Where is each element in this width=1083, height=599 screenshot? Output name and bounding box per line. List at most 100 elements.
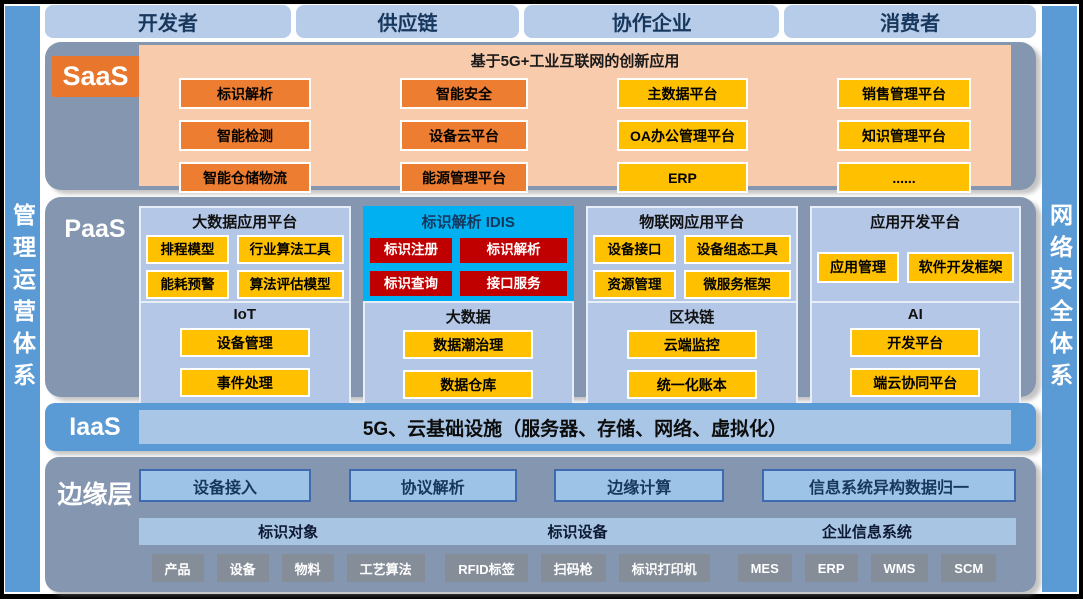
btn-data-warehouse: 数据仓库 [403, 370, 534, 399]
edge-item-id-printer: 标识打印机 [618, 554, 710, 582]
group-buttons: 设备管理 事件处理 [146, 326, 344, 399]
edge-device-access: 设备接入 [139, 469, 311, 502]
right-bar-label: 网络安全体系 [1046, 203, 1073, 395]
actor-bar-row: 开发者 供应链 协作企业 消费者 [45, 5, 1036, 38]
edge-heterogeneous-data-unification: 信息系统异构数据归一 [761, 469, 1016, 502]
btn-device-config-tools: 设备组态工具 [683, 235, 791, 264]
btn-dev-platform: 开发平台 [850, 328, 981, 357]
edge-content: 设备接入 协议解析 边缘计算 信息系统异构数据归一 标识对象 产品 设备 物料 … [139, 469, 1016, 582]
saas-column-3: 主数据平台 OA办公管理平台 ERP [617, 78, 748, 193]
edge-group-header: 企业信息系统 [717, 518, 1016, 545]
group-title: 物联网应用平台 [639, 214, 745, 231]
saas-layer: SaaS 基于5G+工业互联网的创新应用 标识解析 智能检测 智能仓储物流 智能… [45, 42, 1036, 193]
edge-group-buttons: RFID标签 扫码枪 标识打印机 [437, 554, 718, 582]
group-title: IoT [233, 306, 257, 323]
btn-app-mgmt: 应用管理 [816, 251, 900, 283]
actor-consumers: 消费者 [784, 5, 1036, 38]
paas-content: 大数据应用平台 排程模型 行业算法工具 能耗预警 算法评估模型 标识解析 IDI… [139, 206, 1021, 406]
btn-data-governance: 数据潮治理 [403, 330, 534, 359]
saas-label: SaaS [52, 56, 139, 97]
paas-layer: PaaS 大数据应用平台 排程模型 行业算法工具 能耗预警 算法评估模型 标识解… [45, 197, 1036, 406]
saas-app-smart-warehouse: 智能仓储物流 [179, 162, 311, 193]
saas-app-more: ...... [837, 162, 971, 193]
edge-group-id-objects: 标识对象 产品 设备 物料 工艺算法 [139, 518, 438, 582]
group-title: 大数据 [445, 309, 491, 326]
edge-item-process-algorithm: 工艺算法 [346, 554, 425, 582]
group-title: 标识解析 IDIS [421, 214, 515, 231]
group-buttons: 数据潮治理 数据仓库 [370, 330, 568, 399]
btn-industry-algorithm-tools: 行业算法工具 [236, 235, 344, 264]
btn-cloud-monitoring: 云端监控 [626, 330, 757, 359]
edge-groups: 标识对象 产品 设备 物料 工艺算法 标识设备 RFID标签 扫码枪 [139, 518, 1016, 582]
edge-item-equipment: 设备 [216, 554, 269, 582]
edge-item-barcode-scanner: 扫码枪 [540, 554, 606, 582]
iaas-infrastructure-bar: 5G、云基础设施（服务器、存储、网络、虚拟化） [139, 410, 1011, 444]
group-buttons: 标识注册 标识解析 标识查询 接口服务 [369, 235, 567, 299]
actor-developers: 开发者 [45, 5, 291, 38]
saas-app-master-data: 主数据平台 [617, 78, 748, 109]
saas-app-oa-office: OA办公管理平台 [617, 120, 748, 151]
group-bigdata-platform: 大数据应用平台 排程模型 行业算法工具 能耗预警 算法评估模型 [139, 206, 351, 306]
btn-energy-warning: 能耗预警 [146, 270, 229, 299]
btn-algorithm-eval-model: 算法评估模型 [236, 270, 344, 299]
actor-partner-enterprises: 协作企业 [524, 5, 780, 38]
edge-capability-row: 设备接入 协议解析 边缘计算 信息系统异构数据归一 [139, 469, 1016, 502]
saas-app-erp: ERP [617, 162, 748, 193]
btn-id-resolve: 标识解析 [460, 237, 567, 263]
btn-id-query: 标识查询 [369, 271, 453, 297]
btn-device-mgmt: 设备管理 [179, 328, 310, 357]
saas-app-smart-security: 智能安全 [400, 78, 528, 109]
btn-resource-mgmt: 资源管理 [593, 270, 676, 299]
edge-item-product: 产品 [151, 554, 204, 582]
group-buttons: 排程模型 行业算法工具 能耗预警 算法评估模型 [146, 235, 344, 299]
saas-app-energy-mgmt: 能源管理平台 [400, 162, 528, 193]
btn-event-processing: 事件处理 [179, 368, 310, 397]
edge-group-enterprise-systems: 企业信息系统 MES ERP WMS SCM [717, 518, 1016, 582]
btn-software-dev-framework: 软件开发框架 [907, 251, 1014, 283]
paas-label: PaaS [64, 215, 126, 243]
edge-label: 边缘层 [57, 481, 133, 509]
btn-edge-cloud-collab: 端云协同平台 [850, 368, 981, 397]
btn-unified-ledger: 统一化账本 [626, 370, 757, 399]
edge-item-rfid-tag: RFID标签 [445, 554, 528, 582]
group-appdev-platform: 应用开发平台 应用管理 软件开发框架 [809, 206, 1021, 306]
saas-column-2: 智能安全 设备云平台 能源管理平台 [400, 78, 528, 193]
edge-group-buttons: 产品 设备 物料 工艺算法 [139, 554, 437, 582]
group-buttons: 开发平台 端云协同平台 [817, 326, 1015, 399]
btn-scheduling-model: 排程模型 [146, 235, 229, 264]
edge-edge-computing: 边缘计算 [554, 469, 725, 502]
edge-item-scm: SCM [941, 554, 997, 582]
right-security-bar: 网络安全体系 [1042, 6, 1077, 592]
edge-group-header: 标识对象 [139, 518, 438, 545]
main-diagram: 开发者 供应链 协作企业 消费者 SaaS 基于5G+工业互联网的创新应用 标识… [45, 5, 1036, 592]
edge-item-mes: MES [737, 554, 792, 582]
group-title: 区块链 [669, 309, 715, 326]
edge-group-id-devices: 标识设备 RFID标签 扫码枪 标识打印机 [437, 518, 718, 582]
saas-column-4: 销售管理平台 知识管理平台 ...... [837, 78, 971, 193]
edge-layer: 边缘层 设备接入 协议解析 边缘计算 信息系统异构数据归一 标识对象 产品 设备… [45, 457, 1036, 592]
btn-interface-service: 接口服务 [460, 271, 567, 297]
edge-protocol-parsing: 协议解析 [348, 469, 517, 502]
group-blockchain: 区块链 云端监控 统一化账本 [586, 301, 798, 406]
group-buttons: 云端监控 统一化账本 [593, 330, 791, 399]
iaas-label: IaaS [69, 413, 121, 441]
group-iot: IoT 设备管理 事件处理 [139, 301, 351, 406]
group-title: AI [907, 306, 923, 323]
left-bar-label: 管理运营体系 [9, 203, 36, 395]
diagram-canvas: 管理运营体系 网络安全体系 开发者 供应链 协作企业 消费者 SaaS 基于5G… [4, 4, 1079, 594]
saas-app-grid: 标识解析 智能检测 智能仓储物流 智能安全 设备云平台 能源管理平台 主数据平台… [139, 71, 1011, 193]
saas-app-sales-mgmt: 销售管理平台 [837, 78, 971, 109]
iaas-layer: IaaS 5G、云基础设施（服务器、存储、网络、虚拟化） [45, 403, 1036, 451]
edge-item-erp: ERP [804, 554, 858, 582]
group-idis: 标识解析 IDIS 标识注册 标识解析 标识查询 接口服务 [362, 206, 574, 306]
group-buttons: 设备接口 设备组态工具 资源管理 微服务框架 [593, 235, 791, 299]
group-buttons: 应用管理 软件开发框架 [816, 235, 1014, 299]
saas-app-knowledge-mgmt: 知识管理平台 [837, 120, 971, 151]
group-iot-platform: 物联网应用平台 设备接口 设备组态工具 资源管理 微服务框架 [586, 206, 798, 306]
btn-device-interface: 设备接口 [593, 235, 676, 264]
group-title: 应用开发平台 [870, 214, 961, 231]
saas-app-id-resolution: 标识解析 [179, 78, 311, 109]
edge-group-buttons: MES ERP WMS SCM [718, 554, 1016, 582]
group-title: 大数据应用平台 [192, 214, 298, 231]
saas-title: 基于5G+工业互联网的创新应用 [470, 53, 680, 70]
